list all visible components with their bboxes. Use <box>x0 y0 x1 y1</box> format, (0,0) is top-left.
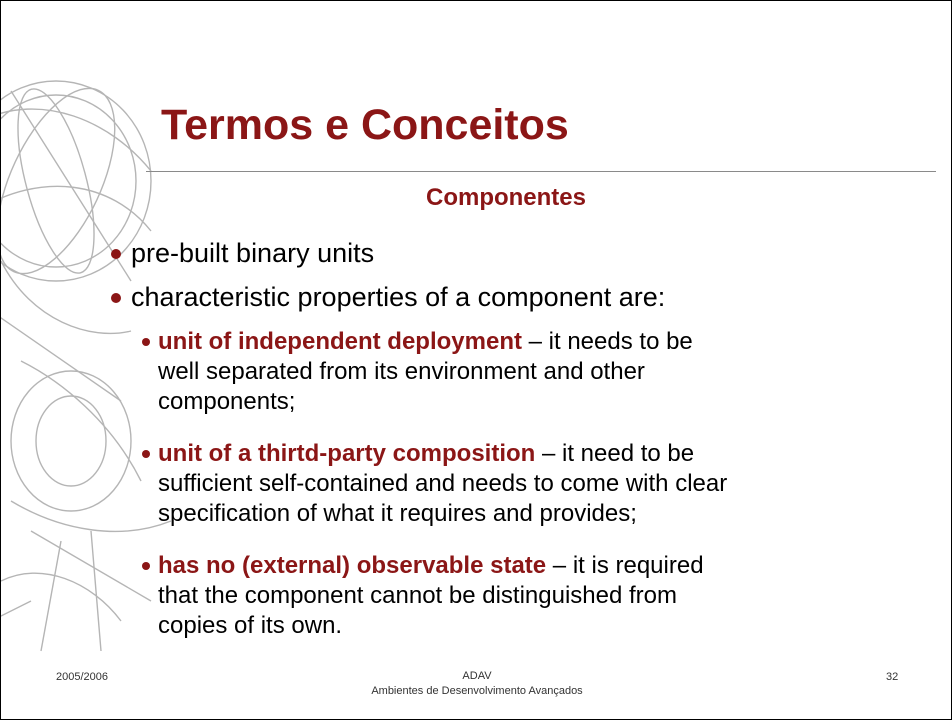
bullet-dot-icon <box>142 562 150 570</box>
bullet-item: pre-built binary units <box>101 237 921 270</box>
footer-course-name: Ambientes de Desenvolvimento Avançados <box>371 685 583 697</box>
sub-bullet-item: unit of independent deployment – it need… <box>131 327 911 417</box>
bullet-text: characteristic properties of a component… <box>131 282 666 312</box>
sub-bullet-line: well separated from its environment and … <box>158 358 645 385</box>
sub-bullet-line: copies of its own. <box>158 612 343 639</box>
footer-course-code: ADAV <box>462 670 492 682</box>
sub-bullet-text: unit of a thirtd-party composition – it … <box>131 439 911 529</box>
bullet-dot-icon <box>111 293 121 303</box>
sub-bullet-line: components; <box>158 388 296 415</box>
bullet-dot-icon <box>142 450 150 458</box>
sub-bullet-item: has no (external) observable state – it … <box>131 551 911 641</box>
footer-page-number: 32 <box>886 671 899 683</box>
sub-bullet-text: unit of independent deployment – it need… <box>131 327 911 417</box>
bullet-text: pre-built binary units <box>131 238 375 268</box>
bullet-item: characteristic properties of a component… <box>101 281 921 314</box>
sub-bullet-term: unit of a thirtd-party composition <box>158 440 536 467</box>
footer-date: 2005/2006 <box>56 671 108 683</box>
sub-bullet-line: – it needs to be <box>521 328 693 355</box>
sub-bullet-text: has no (external) observable state – it … <box>131 551 911 641</box>
sub-bullet-term: unit of independent deployment <box>158 328 522 355</box>
sub-bullet-line: that the component cannot be distinguish… <box>158 582 677 609</box>
title-divider <box>146 171 936 172</box>
sub-bullet-line: – it is required <box>546 552 704 579</box>
sub-bullet-line: – it need to be <box>535 440 695 467</box>
sub-bullet-line: sufficient self-contained and needs to c… <box>158 470 728 497</box>
bullet-dot-icon <box>142 338 150 346</box>
sub-bullet-line: specification of what it requires and pr… <box>158 500 637 527</box>
sub-bullet-item: unit of a thirtd-party composition – it … <box>131 439 911 529</box>
footer-course: ADAV Ambientes de Desenvolvimento Avança… <box>301 669 653 699</box>
slide-subtitle: Componentes <box>425 184 586 211</box>
bullet-dot-icon <box>111 249 121 259</box>
sub-bullet-term: has no (external) observable state <box>158 552 547 579</box>
armillary-sphere-decoration-icon <box>1 80 172 652</box>
slide-title: Termos e Conceitos <box>161 101 569 149</box>
